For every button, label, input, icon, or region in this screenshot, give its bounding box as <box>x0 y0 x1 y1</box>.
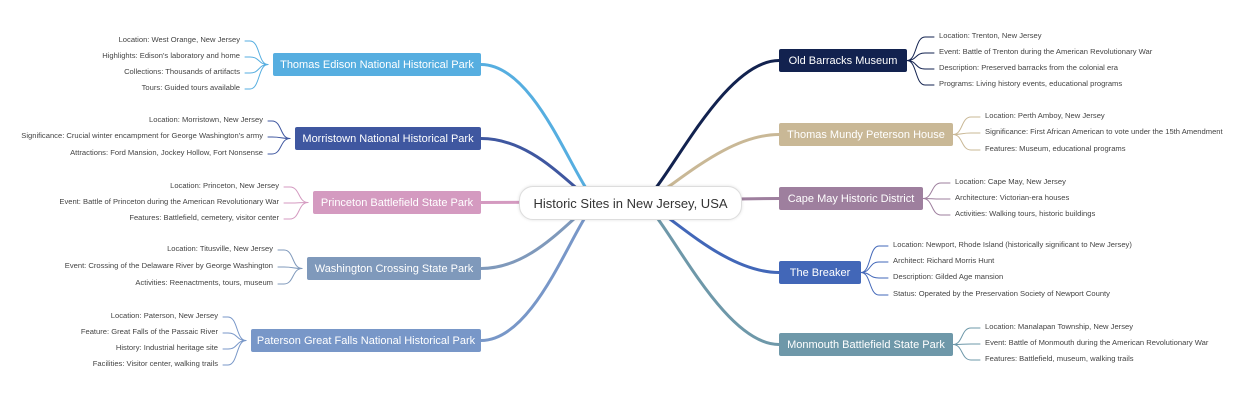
leaf-connector <box>922 198 951 216</box>
branch-node[interactable]: Thomas Mundy Peterson House <box>779 123 953 146</box>
leaf-connector <box>922 182 951 199</box>
branch-node[interactable]: The Breaker <box>779 261 861 284</box>
branch-node[interactable]: Cape May Historic District <box>779 187 923 210</box>
leaf-item[interactable]: Event: Battle of Princeton during the Am… <box>59 197 279 206</box>
leaf-connector <box>952 344 981 361</box>
leaf-connector <box>906 60 935 86</box>
leaf-item[interactable]: Facilities: Visitor center, walking trai… <box>92 359 218 368</box>
leaf-connector <box>860 245 889 273</box>
leaf-item[interactable]: Programs: Living history events, educati… <box>939 79 1123 88</box>
leaf-connector <box>267 138 291 155</box>
leaf-item[interactable]: Significance: First African American to … <box>985 127 1223 136</box>
leaf-connector <box>860 272 889 296</box>
leaf-item[interactable]: Event: Battle of Monmouth during the Ame… <box>985 338 1209 347</box>
leaf-item[interactable]: Collections: Thousands of artifacts <box>124 67 240 76</box>
leaf-item[interactable]: Description: Gilded Age mansion <box>893 272 1004 281</box>
branch-node[interactable]: Morristown National Historical Park <box>295 127 481 150</box>
leaf-item[interactable]: Location: Trenton, New Jersey <box>939 31 1042 40</box>
leaf-connector <box>283 202 309 220</box>
leaf-item[interactable]: Location: Perth Amboy, New Jersey <box>985 111 1105 120</box>
leaf-connector <box>860 272 889 279</box>
leaf-item[interactable]: Description: Preserved barracks from the… <box>939 63 1118 72</box>
main-branch-line <box>638 59 781 204</box>
leaf-connector <box>222 316 247 341</box>
leaf-connector <box>922 198 951 200</box>
leaf-connector <box>906 36 935 61</box>
leaf-item[interactable]: Event: Battle of Trenton during the Amer… <box>939 47 1153 56</box>
leaf-item[interactable]: Architecture: Victorian-era houses <box>955 193 1070 202</box>
leaf-item[interactable]: Activities: Reenactments, tours, museum <box>135 278 273 287</box>
leaf-item[interactable]: Features: Museum, educational programs <box>985 144 1126 153</box>
leaf-item[interactable]: Location: Paterson, New Jersey <box>110 311 218 320</box>
leaf-item[interactable]: Activities: Walking tours, historic buil… <box>955 209 1096 218</box>
leaf-item[interactable]: Location: Newport, Rhode Island (histori… <box>893 240 1132 249</box>
leaf-item[interactable]: Features: Battlefield, cemetery, visitor… <box>129 213 279 222</box>
leaf-item[interactable]: Location: Titusville, New Jersey <box>167 244 273 253</box>
leaf-item[interactable]: Location: West Orange, New Jersey <box>118 35 240 44</box>
leaf-connector <box>244 64 269 90</box>
leaf-item[interactable]: Location: Morristown, New Jersey <box>149 115 263 124</box>
leaf-connector <box>244 40 269 65</box>
branch-node[interactable]: Thomas Edison National Historical Park <box>273 53 481 76</box>
leaf-item[interactable]: Feature: Great Falls of the Passaic Rive… <box>80 327 218 336</box>
branch-node[interactable]: Paterson Great Falls National Historical… <box>251 329 481 352</box>
leaf-item[interactable]: Location: Cape May, New Jersey <box>955 177 1066 186</box>
branch-node[interactable]: Monmouth Battlefield State Park <box>779 333 953 356</box>
branch-node[interactable]: Old Barracks Museum <box>779 49 907 72</box>
leaf-item[interactable]: Features: Battlefield, museum, walking t… <box>985 354 1134 363</box>
leaf-connector <box>283 186 309 203</box>
leaf-item[interactable]: Attractions: Ford Mansion, Jockey Hollow… <box>70 148 263 157</box>
leaf-item[interactable]: Architect: Richard Morris Hunt <box>893 256 995 265</box>
leaf-connector <box>860 261 889 273</box>
leaf-connector <box>267 120 291 139</box>
main-branch-line <box>479 63 602 204</box>
main-branch-line <box>479 200 602 342</box>
leaf-item[interactable]: Significance: Crucial winter encampment … <box>21 131 263 140</box>
leaf-item[interactable]: Location: Manalapan Township, New Jersey <box>985 322 1134 331</box>
leaf-connector <box>952 327 981 345</box>
leaf-connector <box>222 340 247 366</box>
leaf-connector <box>952 134 981 151</box>
leaf-item[interactable]: Highlights: Edison's laboratory and home <box>102 51 240 60</box>
leaf-item[interactable]: Event: Crossing of the Delaware River by… <box>64 261 273 270</box>
leaf-connector <box>277 249 303 269</box>
leaf-item[interactable]: Status: Operated by the Preservation Soc… <box>893 289 1110 298</box>
leaf-connector <box>277 268 303 285</box>
leaf-connector <box>244 56 269 65</box>
leaf-connector <box>952 116 981 135</box>
leaf-item[interactable]: Location: Princeton, New Jersey <box>170 181 279 190</box>
main-branch-line <box>638 200 781 346</box>
central-topic[interactable]: Historic Sites in New Jersey, USA <box>519 186 742 220</box>
leaf-connector <box>906 52 935 61</box>
leaf-item[interactable]: History: Industrial heritage site <box>115 343 218 352</box>
branch-node[interactable]: Princeton Battlefield State Park <box>313 191 481 214</box>
leaf-connector <box>222 332 247 341</box>
leaf-item[interactable]: Tours: Guided tours available <box>141 83 240 92</box>
branch-node[interactable]: Washington Crossing State Park <box>307 257 481 280</box>
leaf-connector <box>952 343 981 345</box>
